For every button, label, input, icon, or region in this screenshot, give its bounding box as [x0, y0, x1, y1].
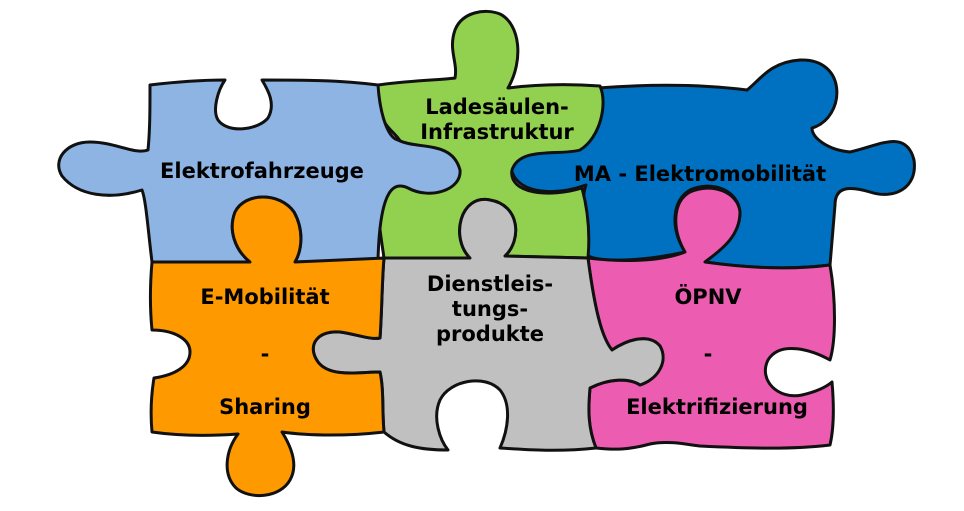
- puzzle-piece-ladesaeulen: Ladesäulen- Infrastruktur: [376, 9, 605, 260]
- piece-label-oepnv-line3: Elektrifizierung: [626, 395, 808, 419]
- piece-label-ladesaeulen-line1: Ladesäulen-: [425, 95, 569, 119]
- piece-label-oepnv-line2: -: [704, 342, 713, 366]
- puzzle-shape-e-mobilitaet-sharing: [149, 195, 386, 498]
- piece-label-e-mobilitaet-line1: E-Mobilität: [200, 285, 329, 309]
- puzzle-piece-dienstleistungsprodukte: Dienstleis- tungs- produkte: [311, 198, 665, 452]
- puzzle-shape-elektrofahrzeuge: [57, 78, 462, 264]
- piece-label-e-mobilitaet-line3: Sharing: [219, 395, 311, 419]
- piece-label-dienstleistungsprodukte-line1: Dienstleis-: [427, 272, 553, 296]
- piece-label-ma-elektromobilitaet: MA - Elektromobilität: [574, 162, 826, 186]
- puzzle-piece-e-mobilitaet-sharing: E-Mobilität - Sharing: [149, 195, 386, 498]
- piece-label-dienstleistungsprodukte-line2: tungs-: [452, 297, 528, 321]
- piece-label-elektrofahrzeuge: Elektrofahrzeuge: [160, 159, 364, 183]
- piece-label-e-mobilitaet-line2: -: [261, 342, 270, 366]
- puzzle-piece-oepnv-elektrifizierung: ÖPNV - Elektrifizierung: [586, 186, 836, 451]
- piece-label-ladesaeulen-line2: Infrastruktur: [420, 120, 574, 144]
- puzzle-piece-elektrofahrzeuge: Elektrofahrzeuge: [57, 78, 462, 264]
- piece-label-dienstleistungsprodukte-line3: produkte: [436, 322, 544, 346]
- piece-label-oepnv-line1: ÖPNV: [674, 284, 742, 309]
